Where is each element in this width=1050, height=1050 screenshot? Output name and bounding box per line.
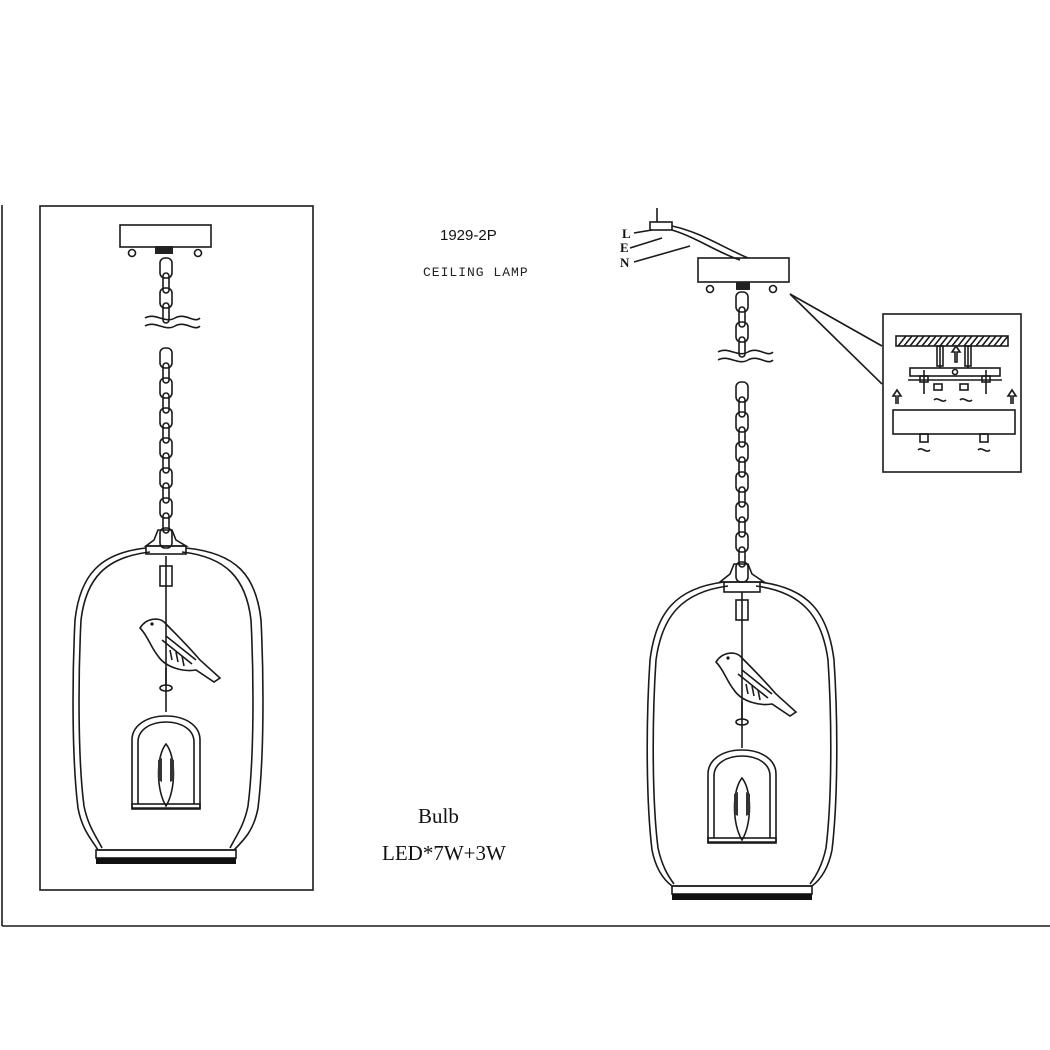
glass-shade-inner-right [755,585,832,885]
chain-link [162,452,170,474]
ceiling-hatch-line [933,335,943,347]
chain-link [735,561,749,583]
chain-link [159,407,173,429]
chain-break-mark [144,315,201,321]
ceiling-hatch-line [981,335,991,347]
chain-link [162,272,170,294]
ceiling-hatch-line [975,335,985,347]
ceiling-hatch-line [969,335,979,347]
ceiling-hatch-line [957,335,967,347]
ceiling-hatch-line [939,335,949,347]
chain-link [738,516,746,538]
cage-bulb-holder-icon [131,715,201,810]
left-panel-frame [39,205,314,891]
glass-shade-inner-left [78,551,151,849]
chain-icon [159,257,173,549]
bulb-title: Bulb [418,804,459,828]
chain-link [159,257,173,279]
chain-link [159,377,173,399]
chain-link [162,422,170,444]
wiring-icon [629,208,749,263]
detail-leader-bottom [789,293,883,385]
chain-link [738,426,746,448]
chain-link [738,486,746,508]
ceiling-hatch-line [963,335,973,347]
chain-link [159,287,173,309]
chain-link [162,512,170,534]
chain-break-mark [717,349,774,355]
canopy-plate-icon [697,257,790,294]
ceiling-hatch-line [927,335,937,347]
model-number: 1929-2P [440,227,497,244]
chain-icon [735,291,749,583]
shade-base-ring-icon [671,885,813,900]
chain-link [735,291,749,313]
chain-link [738,456,746,478]
wire-label-earth: E [620,240,629,255]
chain-link [735,501,749,523]
ceiling-mount-detail-icon [882,313,1022,473]
chain-link [738,306,746,328]
chain-link [162,392,170,414]
chain-link [159,467,173,489]
chain-link [735,531,749,553]
wire-label-live: L [622,226,631,241]
glass-shade-inner-right [181,551,254,849]
ceiling-hatch-line [903,335,913,347]
ceiling-hatch-line [897,335,907,347]
chain-link [735,381,749,403]
chain-link [159,437,173,459]
chain-link [735,411,749,433]
chain-link [738,396,746,418]
ceiling-hatch-line [945,335,955,347]
ceiling-hatch-line [951,335,961,347]
chain-link [159,347,173,369]
chain-link [159,497,173,519]
ceiling-hatch-line [909,335,919,347]
detail-leader-top [789,293,883,347]
inner-rod-icon [159,556,173,712]
bird-figurine-icon [714,652,798,726]
bulb-spec: LED*7W+3W [382,841,506,865]
chain-break-mark-2 [717,357,774,363]
shade-cap-icon [143,529,189,555]
ceiling-hatch-line [987,335,997,347]
chain-link [735,321,749,343]
chain-link [159,527,173,549]
sheet-frame [1,205,1050,927]
wire-label-neutral: N [620,255,630,270]
shade-base-ring-icon [95,849,237,864]
chain-link [162,482,170,504]
chain-link [735,441,749,463]
chain-link [162,302,170,324]
chain-link [735,471,749,493]
caption-text: CEILING LAMP [423,265,529,280]
chain-link [162,362,170,384]
chain-link [738,546,746,568]
ceiling-hatch-line [915,335,925,347]
chain-break-mark-2 [144,323,201,329]
bird-figurine-icon [138,618,222,692]
ceiling-hatch-line [921,335,931,347]
ceiling-hatch-line [999,335,1009,347]
cage-bulb-holder-icon [707,749,777,844]
shade-cap-icon [717,563,767,593]
ceiling-hatch-line [993,335,1003,347]
chain-link [738,336,746,358]
canopy-plate-icon [119,224,212,258]
glass-shade-inner-left [652,585,729,885]
